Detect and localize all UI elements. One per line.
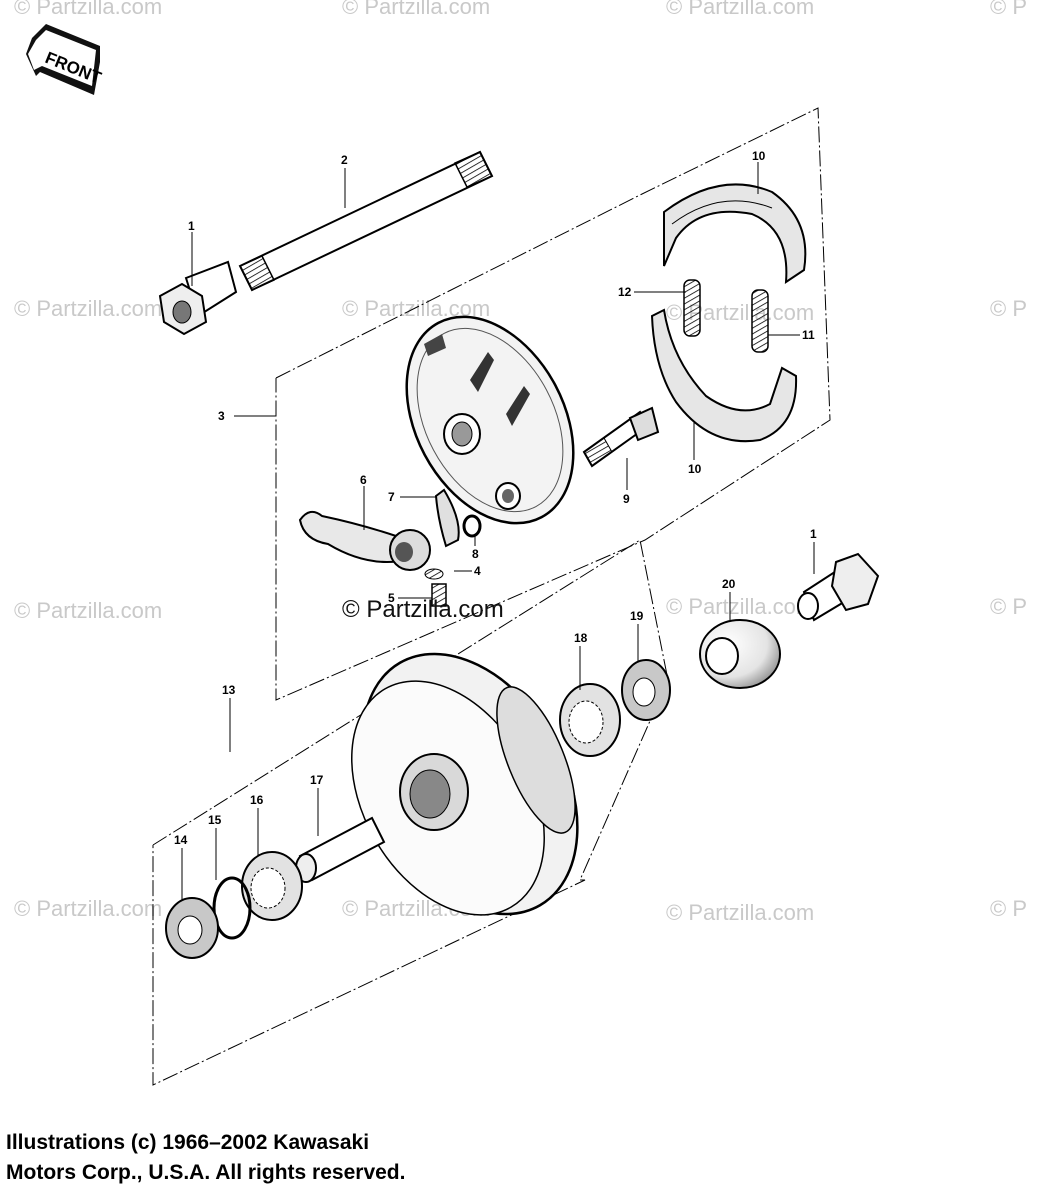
callout-15: 15 [208,813,222,827]
callout-6: 6 [360,473,367,487]
callout-2: 2 [341,153,348,167]
callout-4: 4 [474,564,481,578]
circlip [212,876,252,940]
brake-spring-left [683,279,701,337]
watermark: © P [990,594,1027,619]
callout-labels: 1 2 3 4 5 6 7 8 9 10 10 11 12 13 14 15 1… [174,149,817,847]
oil-seal-left [165,897,219,959]
callout-13: 13 [222,683,236,697]
callout-3: 3 [218,409,225,423]
brake-panel-group-outline [275,107,831,701]
wheel-hub [351,652,579,916]
brake-cam [582,406,660,468]
callout-9: 9 [623,492,630,506]
washer [462,514,482,538]
watermark: © Partzilla.com [342,0,491,19]
watermark: © Partzilla.com [14,0,163,19]
front-axle [238,150,494,292]
callout-12: 12 [618,285,632,299]
brake-shoe-lower [650,308,798,443]
callout-8: 8 [472,547,479,561]
axle-nut-lower [797,552,880,622]
watermark: © Partzilla.com [666,594,815,619]
watermark: © Partzilla.com [666,900,815,925]
distance-collar [295,816,386,883]
callout-11: 11 [802,328,815,342]
copyright-line-1: Illustrations (c) 1966–2002 Kawasaki [6,1131,370,1154]
copyright-line-2: Motors Corp., U.S.A. All rights reserved… [6,1161,406,1184]
watermark: © Partzilla.com [666,0,815,19]
callout-16: 16 [250,793,264,807]
oil-seal-right [621,659,671,721]
copyright-notice: Illustrations (c) 1966–2002 Kawasaki Mot… [6,1128,405,1188]
callout-10-top: 10 [752,149,766,163]
axle-nut-top [158,260,238,336]
callout-20: 20 [722,577,736,591]
watermark: © P [990,896,1027,921]
watermark: © Partzilla.com [14,296,163,321]
axle-spacer [699,619,781,689]
callout-1-lower: 1 [810,527,817,541]
wear-indicator-plate [434,488,460,548]
callout-18: 18 [574,631,588,645]
callout-19: 19 [630,609,644,623]
center-watermark: © Partzilla.com [342,596,504,623]
leader-lines [181,162,815,900]
ball-bearing-left [241,851,303,921]
brake-spring-right [751,289,769,353]
callout-5: 5 [388,591,395,605]
watermark: © P [990,0,1027,19]
watermark: © Partzilla.com [14,896,163,921]
spring-washer [424,568,444,580]
brake-lever [298,510,431,571]
callout-7: 7 [388,490,395,504]
brake-shoe-upper [663,183,807,284]
watermark: © P [990,296,1027,321]
brake-panel [405,315,575,525]
watermark: © Partzilla.com [14,598,163,623]
callout-17: 17 [310,773,324,787]
callout-14: 14 [174,833,188,847]
ball-bearing-right [559,683,621,757]
lever-bolt [431,583,447,607]
front-arrow-sign: FRONT [26,24,104,95]
callout-1-top: 1 [188,219,195,233]
callout-10-bottom: 10 [688,462,702,476]
hub-group-outline [152,539,669,1086]
